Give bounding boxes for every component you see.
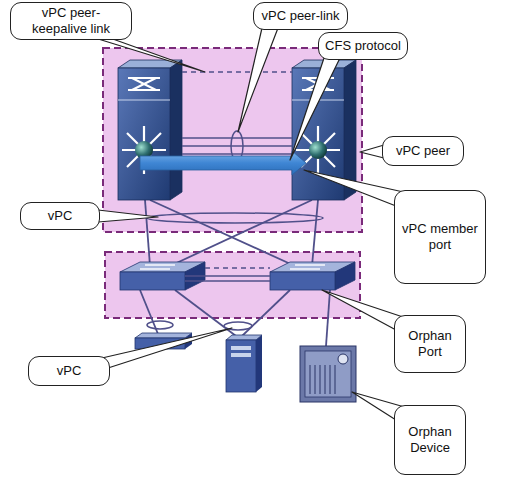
- slot-line: [320, 365, 321, 394]
- switch-front: [118, 68, 170, 200]
- arrow-line: [301, 133, 335, 167]
- wire: [170, 200, 312, 266]
- callout-pointer: [290, 58, 340, 160]
- peer-link-wire: [185, 275, 270, 277]
- arrow-line: [140, 268, 170, 269]
- vpc-domain-area: [103, 48, 362, 232]
- callout-box: Orphan Device: [394, 405, 466, 475]
- arrow-line: [132, 78, 156, 90]
- arrow-line: [301, 133, 335, 167]
- switch-side: [170, 60, 182, 200]
- wire: [145, 200, 150, 266]
- callout-text: Orphan Port: [400, 328, 460, 360]
- tower-server: [226, 335, 262, 392]
- slot-line: [325, 365, 326, 394]
- slot-line: [330, 365, 331, 394]
- switch-divider: [118, 100, 170, 101]
- keepalive-link: [182, 71, 292, 73]
- slot-line: [335, 365, 336, 394]
- arrow-line: [295, 264, 325, 265]
- chassis-slots: [310, 365, 335, 394]
- switch-front: [120, 272, 185, 290]
- arrow-line: [132, 78, 156, 90]
- callout-box: vPC peer-link: [253, 2, 348, 30]
- callout-box: Orphan Port: [394, 315, 466, 373]
- access-switch: [270, 262, 355, 290]
- switch-front: [270, 272, 335, 290]
- callout-pointer: [304, 170, 408, 206]
- callout-text: vPC peer: [396, 143, 450, 159]
- callout-pointer: [95, 38, 205, 72]
- callout-box: vPC: [28, 356, 110, 386]
- switch-symbol: [290, 265, 325, 269]
- slot-line: [315, 365, 316, 394]
- callout-box: vPC peer-keepalive link: [10, 2, 132, 40]
- drive-bay: [231, 353, 251, 357]
- callout-pointers: [95, 28, 408, 420]
- switch-side: [335, 262, 355, 290]
- wire: [326, 290, 330, 346]
- vpc-domain-area: [105, 252, 360, 318]
- vpc-bundle-ellipse: [147, 213, 323, 223]
- router-sphere: [309, 141, 327, 159]
- callout-text: vPC member port: [400, 221, 480, 253]
- drive-bay: [231, 346, 251, 350]
- wire: [182, 137, 292, 139]
- callout-box: CFS protocol: [318, 32, 408, 60]
- core-switch: [118, 60, 182, 200]
- switch-symbol: [140, 265, 175, 269]
- callout-box: vPC peer: [382, 136, 464, 166]
- callout-pointer: [98, 210, 158, 222]
- callout-box: vPC member port: [394, 190, 486, 284]
- uplink-wires: [145, 200, 318, 266]
- chassis-fan: [338, 354, 348, 364]
- arrow-line: [290, 268, 320, 269]
- callout-box: vPC: [20, 202, 100, 230]
- wire: [312, 200, 318, 266]
- callout-pointer: [360, 145, 384, 158]
- wire: [182, 153, 292, 155]
- chassis-body: [300, 346, 356, 402]
- keepalive-link: [205, 267, 270, 269]
- vpc-bundle-ellipse: [147, 321, 173, 329]
- callout-text: CFS protocol: [325, 38, 401, 54]
- arrow-line: [145, 264, 175, 265]
- callout-text: vPC: [48, 208, 73, 224]
- callout-text: vPC peer-link: [261, 8, 339, 24]
- wire: [182, 145, 292, 147]
- peer-link-wires: [182, 138, 292, 154]
- device-front: [226, 340, 256, 392]
- device-top: [135, 333, 192, 338]
- callout-pointer: [102, 328, 232, 368]
- callout-text: Orphan Device: [400, 424, 460, 456]
- device-side: [256, 335, 262, 392]
- callout-text: vPC: [57, 363, 82, 379]
- chassis-panel: [305, 351, 351, 397]
- slot-line: [310, 365, 311, 394]
- peer-link-wire: [185, 280, 270, 282]
- callout-text: vPC peer-keepalive link: [16, 5, 126, 37]
- chassis-device: [300, 346, 356, 402]
- callout-pointer: [238, 28, 278, 132]
- switch-symbol: [128, 78, 160, 90]
- wire: [150, 200, 295, 266]
- cfs-arrow: [140, 151, 306, 175]
- device-top: [226, 335, 262, 340]
